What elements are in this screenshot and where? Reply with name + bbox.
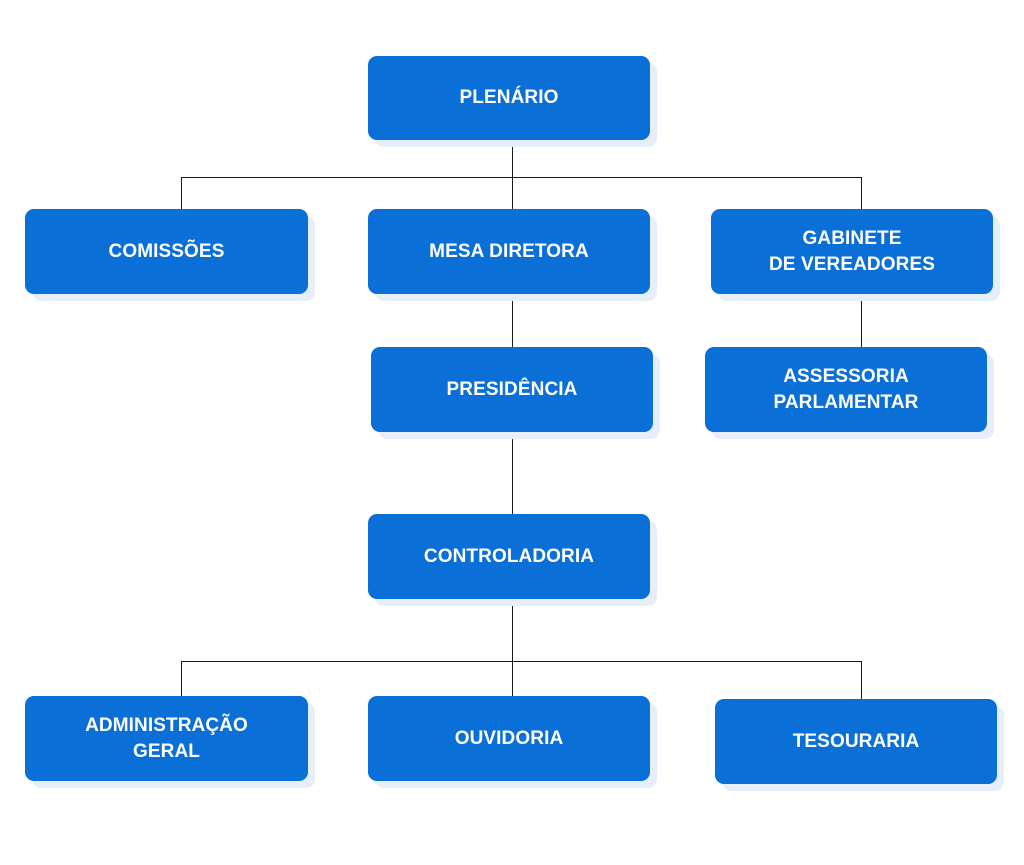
node-plenario: PLENÁRIO [368, 56, 650, 140]
node-label-controladoria: CONTROLADORIA [423, 545, 595, 567]
node-mesa-diretora: MESA DIRETORA [368, 209, 650, 294]
node-ouvidoria: OUVIDORIA [368, 696, 650, 781]
node-tesouraria: TESOURARIA [715, 699, 997, 784]
node-label-assessoria-parlamentar: ASSESSORIA PARLAMENTAR [773, 365, 919, 413]
node-controladoria: CONTROLADORIA [368, 514, 650, 599]
node-comissoes: COMISSÕES [25, 209, 308, 294]
node-label-plenario: PLENÁRIO [459, 87, 559, 108]
node-presidencia: PRESIDÊNCIA [371, 347, 653, 432]
node-label-comissoes: COMISSÕES [108, 240, 225, 262]
node-label-presidencia: PRESIDÊNCIA [446, 378, 578, 400]
node-label-administracao-geral: ADMINISTRAÇÃO GERAL [85, 714, 248, 762]
node-label-ouvidoria: OUVIDORIA [454, 727, 564, 749]
node-label-gabinete-vereadores: GABINETE DE VEREADORES [768, 227, 935, 275]
node-label-tesouraria: TESOURARIA [792, 730, 920, 752]
node-label-mesa-diretora: MESA DIRETORA [429, 240, 589, 262]
node-administracao-geral: ADMINISTRAÇÃO GERAL [25, 696, 308, 781]
node-assessoria-parlamentar: ASSESSORIA PARLAMENTAR [705, 347, 987, 432]
node-gabinete-vereadores: GABINETE DE VEREADORES [711, 209, 993, 294]
